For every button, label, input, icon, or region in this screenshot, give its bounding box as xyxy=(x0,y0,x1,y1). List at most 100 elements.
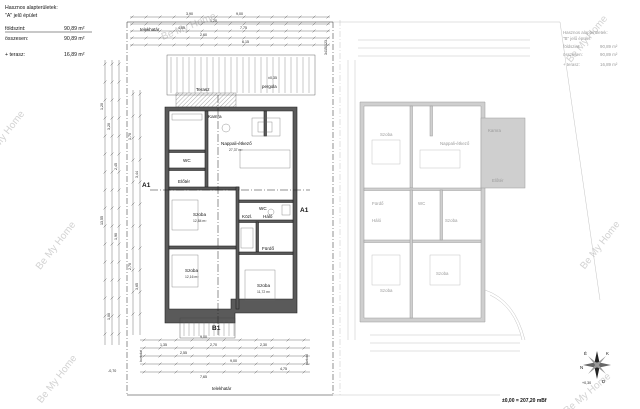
compass-label: K xyxy=(606,351,609,356)
legend-living-value: 90,89 m² xyxy=(64,26,85,32)
plot-boundary-label: telekhatár xyxy=(140,27,160,32)
dimension-label: 1,70 xyxy=(128,133,132,140)
room-label-nappali: Nappali-étkező xyxy=(221,141,252,146)
dimension-label: 6,15 xyxy=(242,40,249,44)
dimension-label: 9,00 xyxy=(230,359,237,363)
legend-terrace-value: 16,89 m² xyxy=(600,62,618,67)
watermark-text: Be My Home xyxy=(34,219,79,272)
legend-subtitle: "A" jelű épület xyxy=(5,13,38,19)
legend-living-label: földszint: xyxy=(5,26,25,32)
left-dimension-chain: 1,20 3,20 2,45 1,70 3,44 13,55 1,90 2,70… xyxy=(100,60,142,345)
paving-label: burkolat xyxy=(139,350,143,362)
bottom-dimension-chain: 9,00 1,35 2,70 2,30 2,55 9,00 4,75 7,65 xyxy=(140,335,310,379)
building-b: Szoba Nappali-étkező Kamra Előtér Fürdő … xyxy=(339,20,530,395)
room-label-furdo: Fürdő xyxy=(372,201,384,206)
room-label-szoba: Szoba xyxy=(436,271,449,276)
dimension-label: 1,20 xyxy=(100,103,104,110)
room-label-nappali: Nappali-étkező xyxy=(440,141,470,146)
legend-total-label: összesen: xyxy=(563,52,583,57)
north-arrow: É K D N xyxy=(580,351,611,384)
dimension-label: 4,75 xyxy=(280,367,287,371)
compass-label: D xyxy=(602,379,605,384)
level-marks: -0,70 +0,30 ±0,00 = 207,20 mBf xyxy=(108,369,591,404)
dimension-label: 3,90 xyxy=(186,12,193,16)
room-label-szoba: Szoba xyxy=(380,132,393,137)
legend-subtitle: "B" jelű épület xyxy=(563,36,591,41)
parking-label: parkoló xyxy=(305,354,309,365)
axis-marker: B1 xyxy=(212,325,221,332)
dimension-label: 1,00 xyxy=(107,313,111,320)
dimension-label: 1,35 xyxy=(160,343,167,347)
dimension-label: 2,70 xyxy=(128,263,132,270)
pergola: pergola ±0,35 xyxy=(166,54,316,96)
room-label-kamra: Kamra xyxy=(488,128,501,133)
room-label-szoba: Szoba xyxy=(380,288,393,293)
axis-marker: A1 xyxy=(300,207,309,214)
legend-living-value: 90,89 m² xyxy=(600,44,618,49)
lot-number: 3415/123 xyxy=(324,40,328,55)
room-label-kamra: Kamra xyxy=(208,114,222,119)
dimension-label: 4,00 xyxy=(178,26,185,30)
watermark-text: Be My Home xyxy=(35,353,80,406)
dimension-label: 1,90 xyxy=(114,233,118,240)
legend-terrace-label: + terasz: xyxy=(5,52,25,58)
room-label-szoba-1: Szoba xyxy=(193,212,206,217)
level-label: ±0,35 xyxy=(268,76,277,80)
room-area-szoba-1: 12,84 m² xyxy=(193,219,207,223)
dimension-label: 2,30 xyxy=(260,343,267,347)
dimension-label: 3,65 xyxy=(135,283,139,290)
compass-label: É xyxy=(584,351,587,356)
room-label-szoba-2: Szoba xyxy=(185,268,198,273)
room-area-szoba-3: 11,72 m² xyxy=(257,290,271,294)
dimension-label: 9,00 xyxy=(200,335,207,339)
watermark-text: Be My Home xyxy=(578,219,623,272)
dimension-label: 2,70 xyxy=(210,343,217,347)
dimension-label: 13,55 xyxy=(100,216,104,225)
room-label-furdo: Fürdő xyxy=(262,246,274,251)
room-label-wc-small: WC xyxy=(183,158,191,163)
room-area-szoba-2: 12,16 m² xyxy=(185,275,199,279)
dimension-label: 1,20 xyxy=(210,19,217,23)
area-legend-b: Hasznos alapterületek: "B" jelű épület f… xyxy=(563,30,618,67)
dimension-label: 2,45 xyxy=(114,163,118,170)
dimension-label: 7,75 xyxy=(240,26,247,30)
room-label-eloter: Előtér xyxy=(492,178,504,183)
legend-terrace-label: + terasz: xyxy=(563,62,580,67)
dimension-label: 3,20 xyxy=(107,123,111,130)
building-a: Terasz Kamra Nappali-étkező 27,37 m² WC … xyxy=(142,87,310,335)
watermark-layer: Be My Home Be My Home Be My Home Be My H… xyxy=(0,11,623,409)
watermark-text: Be My Home xyxy=(562,371,614,409)
legend-terrace-value: 16,89 m² xyxy=(64,52,85,58)
elevation-reference: ±0,00 = 207,20 mBf xyxy=(502,398,547,404)
room-label-wc: WC xyxy=(418,201,425,206)
room-label-halo: Háló xyxy=(263,214,273,219)
level-label: +0,30 xyxy=(582,381,591,385)
legend-total-label: összesen: xyxy=(5,36,28,42)
compass-label: N xyxy=(580,365,583,370)
pergola-label: pergola xyxy=(262,84,277,89)
top-dimension-chain: 3,90 9,00 1,20 7,75 6,15 2,60 4,00 xyxy=(130,12,330,47)
plot-boundary-label: telekhatár xyxy=(212,386,232,391)
room-label-eloter: Előtér xyxy=(178,179,190,184)
room-label-kozl: Közl. xyxy=(242,214,252,219)
room-label-szoba: Szoba xyxy=(445,218,458,223)
room-label-terasz: Terasz xyxy=(196,87,210,92)
dimension-label: 2,55 xyxy=(180,351,187,355)
room-area-nappali: 27,37 m² xyxy=(229,148,243,152)
legend-title: Hasznos alapterületek: xyxy=(563,30,608,35)
room-label-wc: WC xyxy=(259,206,267,211)
plot-boundary: telekhatár telekhatár 3415/123 xyxy=(126,21,601,396)
axis-marker: A1 xyxy=(142,182,151,189)
watermark-text: Be My Home xyxy=(0,109,27,162)
legend-total-value: 90,89 m² xyxy=(64,36,85,42)
room-label-halo: Háló xyxy=(372,218,382,223)
legend-title: Hasznos alapterületek: xyxy=(5,5,58,11)
dimension-label: 7,65 xyxy=(200,375,207,379)
entry-path: burkolat parkoló xyxy=(139,317,309,365)
dimension-label: 3,44 xyxy=(135,171,139,178)
legend-total-value: 90,89 m² xyxy=(600,52,618,57)
dimension-label: 2,60 xyxy=(200,33,207,37)
level-label: -0,70 xyxy=(108,369,116,373)
area-legend-a: Hasznos alapterületek: "A" jelű épület f… xyxy=(5,5,92,58)
